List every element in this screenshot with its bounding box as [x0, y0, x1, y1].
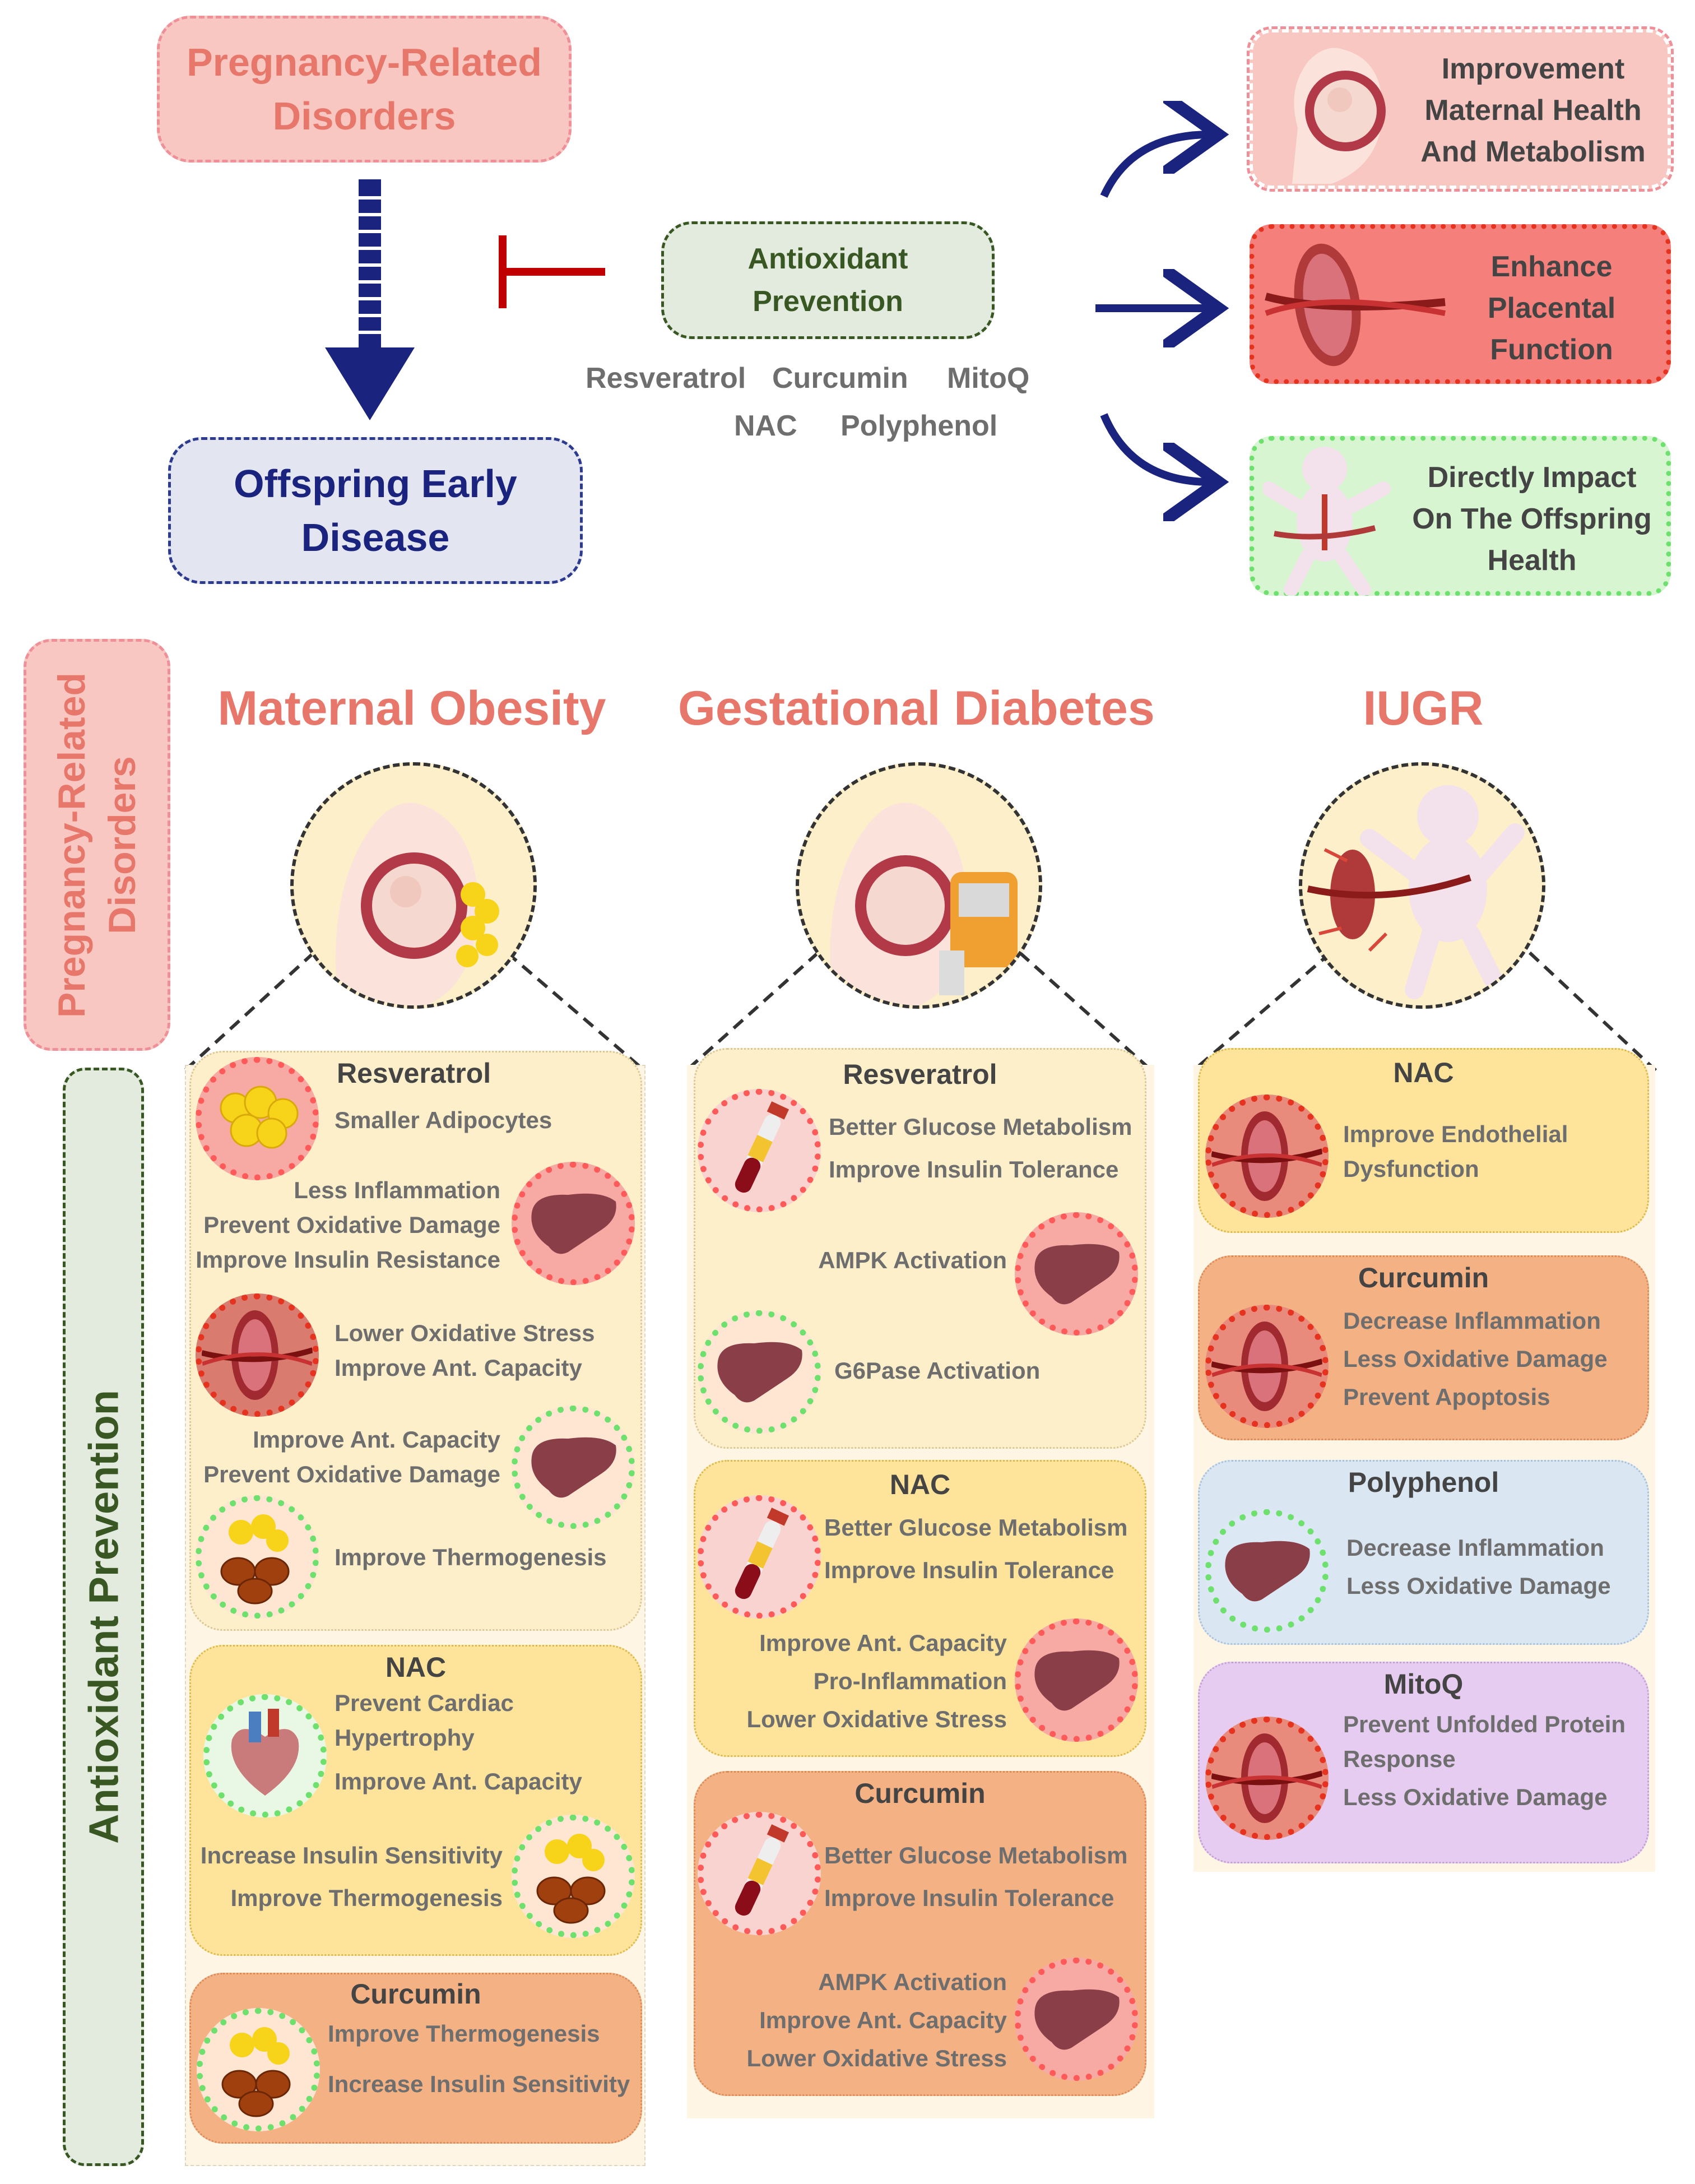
pregnant-woman-icon	[1292, 48, 1386, 184]
brown-adipose-icon	[512, 1815, 635, 1938]
side-label-antioxidant: Antioxidant Prevention	[63, 1068, 144, 2166]
iugr-illustration	[1299, 762, 1545, 1009]
arrow-to-maternal	[1100, 135, 1210, 198]
liver-icon	[1015, 1958, 1138, 2081]
arrow-to-offspring	[1100, 413, 1210, 482]
column-title-iugr: IUGR	[1363, 681, 1484, 735]
column-title-obesity: Maternal Obesity	[217, 681, 606, 735]
obesity-curcumin-card: Curcumin Improve Thermogenesis Increase …	[189, 1973, 642, 2144]
outcome-maternal-box: Improvement Maternal Health And Metaboli…	[1247, 26, 1674, 192]
obesity-nac-card: NAC Prevent Cardiac Hypertrophy Improve …	[189, 1645, 642, 1956]
placenta-icon	[196, 1293, 319, 1417]
obesity-illustration	[290, 762, 537, 1009]
outcome-offspring-box: Directly Impact On The Offspring Health	[1250, 436, 1671, 596]
liver-icon	[1015, 1212, 1138, 1336]
brown-adipose-icon	[196, 1495, 319, 1619]
liver-icon	[1205, 1509, 1329, 1633]
offspring-disease-box: Offspring Early Disease	[168, 437, 583, 584]
obesity-resveratrol-card: Resveratrol Smaller Adipocytes Less Infl…	[189, 1051, 642, 1631]
diabetes-nac-card: NAC Better Glucose Metabolism Improve In…	[694, 1460, 1146, 1757]
inhibition-icon	[499, 235, 605, 308]
column-title-diabetes: Gestational Diabetes	[678, 681, 1155, 735]
blood-tube-icon	[698, 1495, 821, 1619]
placenta-icon	[1205, 1305, 1329, 1428]
brown-adipose-icon	[197, 2008, 320, 2131]
baby-icon	[1263, 447, 1391, 595]
compound-curcumin: Curcumin	[772, 362, 908, 395]
diabetes-resveratrol-card: Resveratrol Better Glucose Metabolism Im…	[694, 1048, 1146, 1449]
liver-icon	[512, 1162, 635, 1285]
diabetes-curcumin-card: Curcumin Better Glucose Metabolism Impro…	[694, 1771, 1146, 2096]
compound-polyphenol: Polyphenol	[840, 410, 998, 442]
iugr-nac-card: NAC Improve Endothelial Dysfunction	[1198, 1048, 1649, 1233]
compound-resveratrol: Resveratrol	[586, 362, 746, 395]
outcome-placental-box: Enhance Placental Function	[1250, 224, 1671, 384]
placenta-icon	[1205, 1717, 1329, 1840]
iugr-mitoq-card: MitoQ Prevent Unfolded Protein Response …	[1198, 1662, 1649, 1863]
antioxidant-prevention-box: Antioxidant Prevention	[661, 221, 995, 339]
liver-icon	[1015, 1619, 1138, 1742]
iugr-polyphenol-card: Polyphenol Decrease Inflammation Less Ox…	[1198, 1460, 1649, 1645]
liver-icon	[698, 1310, 821, 1434]
outcome-arrows	[1095, 101, 1233, 521]
iugr-curcumin-card: Curcumin Decrease Inflammation Less Oxid…	[1198, 1255, 1649, 1440]
liver-icon	[512, 1406, 635, 1529]
side-label-pregnancy: Pregnancy-Related Disorders	[24, 639, 170, 1051]
placenta-icon	[1205, 1095, 1329, 1218]
heart-icon	[203, 1694, 327, 1817]
diabetes-illustration	[796, 762, 1042, 1009]
placenta-icon	[1265, 243, 1446, 367]
blood-tube-icon	[698, 1812, 821, 1935]
compound-mitoq: MitoQ	[947, 362, 1030, 395]
zoom-lines	[183, 951, 1657, 1072]
adipocytes-icon	[196, 1057, 319, 1180]
blood-tube-icon	[698, 1089, 821, 1212]
down-arrow-icon	[325, 179, 415, 420]
pregnancy-disorders-box: Pregnancy-Related Disorders	[157, 16, 572, 163]
compound-nac: NAC	[734, 410, 797, 442]
